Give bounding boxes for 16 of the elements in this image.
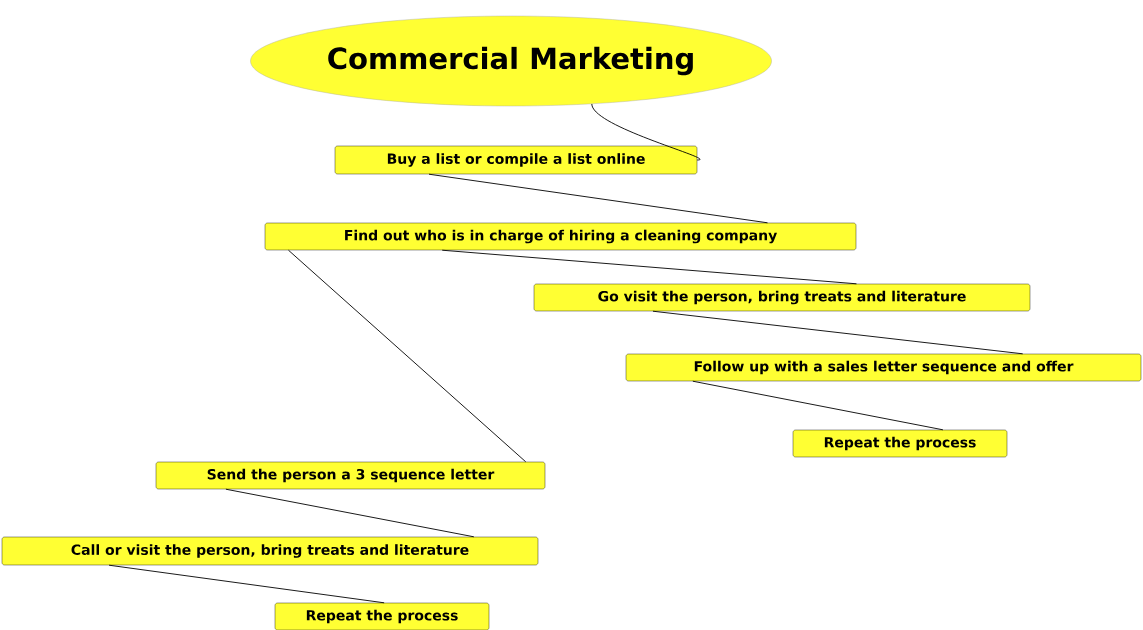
connector-line bbox=[225, 488, 475, 538]
connector-line bbox=[288, 249, 527, 463]
process-box: Follow up with a sales letter sequence and offer bbox=[625, 353, 1142, 382]
connector-line bbox=[591, 103, 701, 161]
process-box: Repeat the process bbox=[792, 429, 1008, 458]
connector-line bbox=[108, 564, 385, 604]
connector-line bbox=[652, 310, 1024, 355]
connector-line bbox=[428, 173, 768, 224]
process-box: Send the person a 3 sequence letter bbox=[155, 461, 546, 490]
process-box: Repeat the process bbox=[274, 602, 490, 630]
connector-line bbox=[692, 380, 944, 431]
process-box: Buy a list or compile a list online bbox=[334, 145, 698, 175]
process-box: Call or visit the person, bring treats and literature bbox=[1, 536, 539, 566]
connector-line bbox=[441, 249, 857, 285]
process-box: Go visit the person, bring treats and literature bbox=[533, 283, 1031, 312]
process-box: Find out who is in charge of hiring a cleaning company bbox=[264, 222, 857, 251]
